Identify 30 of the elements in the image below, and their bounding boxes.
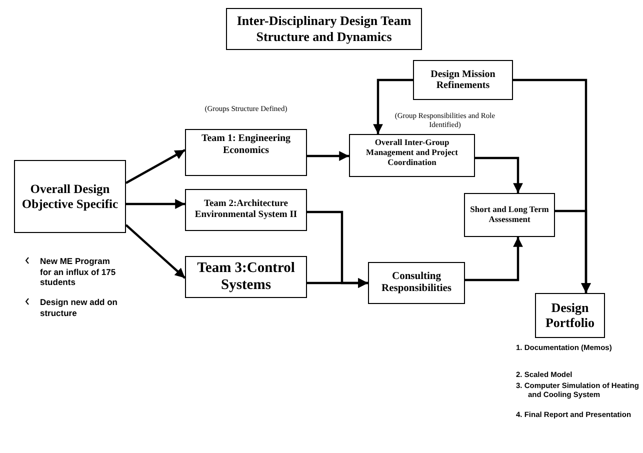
arrow — [307, 278, 368, 288]
process-box — [14, 160, 126, 233]
box-label: Short and Long Term Assessment — [469, 205, 550, 225]
bullet-note: New ME Program for an influx of 175 students — [40, 256, 117, 288]
arrow — [307, 151, 349, 161]
bullet-note: Design new add on structure — [40, 297, 118, 318]
box-label: Overall Design Objective Specific — [20, 182, 120, 211]
process-box — [413, 60, 513, 100]
arrow — [475, 156, 523, 193]
process-box — [185, 129, 307, 176]
process-box — [368, 262, 465, 304]
arrow — [373, 78, 413, 134]
title-box: Inter-Disciplinary Design Team Structure and Dynamics — [226, 8, 422, 50]
arrow — [465, 237, 523, 282]
arrow — [555, 210, 591, 293]
arrow — [126, 199, 185, 209]
process-box — [185, 189, 307, 231]
process-box — [185, 256, 307, 298]
arrow — [125, 224, 186, 279]
box-label: Team 1: Engineering Economics — [200, 133, 292, 156]
box-label: Consulting Responsibilities — [380, 270, 452, 296]
arrow — [125, 149, 186, 184]
box-label: Team 3:Control Systems — [196, 260, 296, 294]
box-label: Design Portfolio — [544, 300, 596, 330]
process-box — [464, 193, 555, 237]
process-box — [535, 293, 605, 338]
box-label: Design Mission Refinements — [430, 68, 496, 92]
box-label: Overall Inter-Group Management and Project Coordination — [365, 138, 459, 168]
box-label: Team 2:Architecture Environmental System II — [194, 199, 298, 221]
process-box — [349, 134, 475, 177]
